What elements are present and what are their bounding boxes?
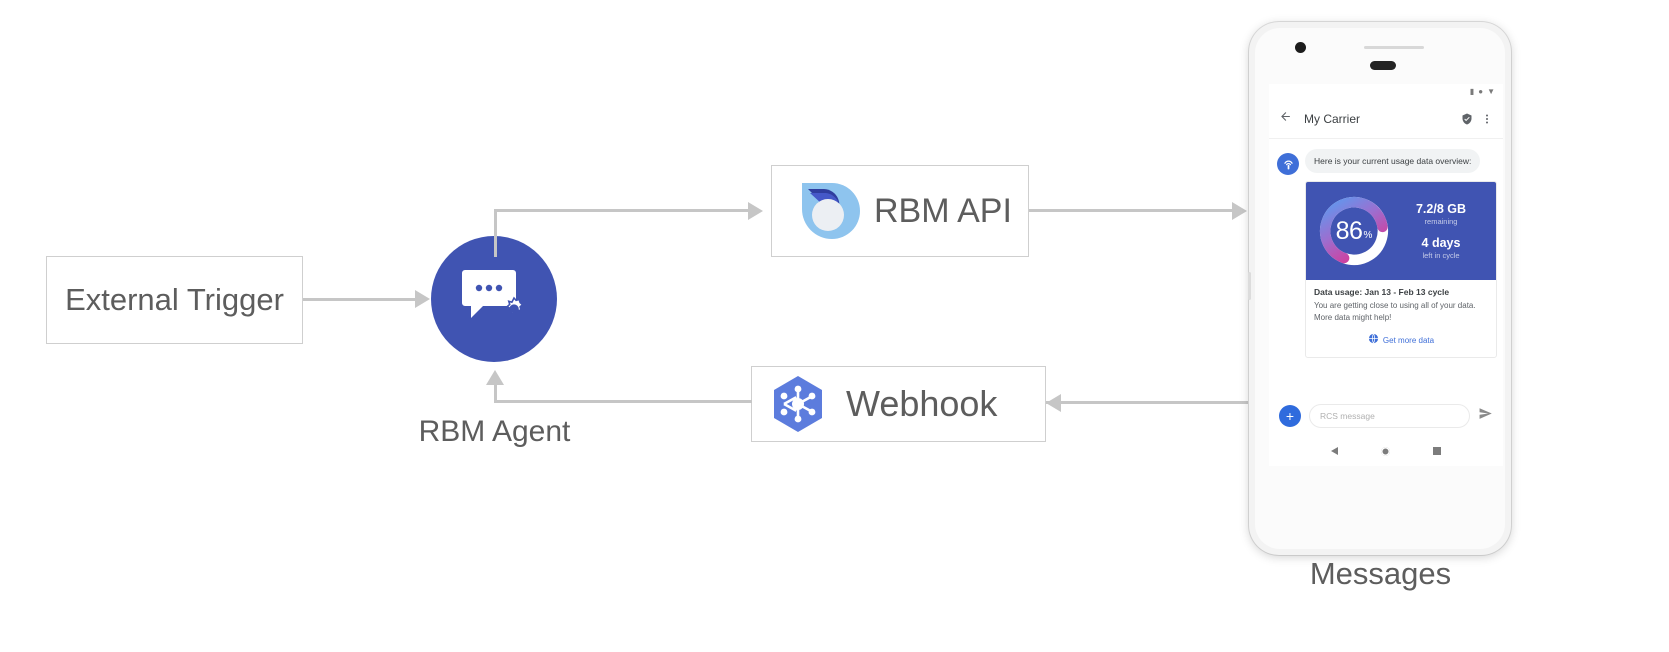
rich-card[interactable]: 86 % 7.2/8 GB remaining 4 day xyxy=(1305,181,1497,358)
gauge-unit: % xyxy=(1363,230,1373,241)
connector-rbmapi-to-messages xyxy=(1029,209,1243,212)
more-vert-icon[interactable] xyxy=(1481,113,1493,125)
arrowhead-webhook-to-agent xyxy=(486,370,504,385)
rbm-api-node[interactable]: RBM API xyxy=(771,165,1029,257)
external-trigger-node[interactable]: External Trigger xyxy=(46,256,303,344)
rbm-api-logo xyxy=(802,183,860,239)
status-bar: ▮ ● ▼ xyxy=(1269,84,1503,100)
rbm-api-label: RBM API xyxy=(874,191,1012,230)
chat-gear-icon xyxy=(462,270,524,318)
send-icon[interactable] xyxy=(1478,406,1493,426)
webhook-label: Webhook xyxy=(846,383,998,424)
earpiece-speaker xyxy=(1370,61,1396,70)
stat-days-left: 4 days left in cycle xyxy=(1422,236,1461,260)
plus-icon: + xyxy=(1285,408,1295,424)
home-nav-button[interactable] xyxy=(1380,446,1390,456)
rbm-agent-label: RBM Agent xyxy=(418,415,571,448)
message-bubble: Here is your current usage data overview… xyxy=(1305,149,1481,174)
connector-messages-to-webhook xyxy=(1046,401,1259,404)
webhook-node[interactable]: Webhook xyxy=(751,366,1046,442)
cloud-functions-hexagon-icon xyxy=(774,376,822,432)
get-more-data-button[interactable]: Get more data xyxy=(1314,324,1488,351)
globe-icon xyxy=(1368,331,1379,349)
card-title: Data usage: Jan 13 - Feb 13 cycle xyxy=(1314,287,1450,297)
messages-label: Messages xyxy=(1309,556,1452,591)
card-body: Data usage: Jan 13 - Feb 13 cycle You ar… xyxy=(1306,280,1496,357)
add-attachment-button[interactable]: + xyxy=(1279,405,1301,427)
card-hero: 86 % 7.2/8 GB remaining 4 day xyxy=(1306,182,1496,280)
recents-nav-button[interactable] xyxy=(1433,447,1442,455)
signal-icon: ▮ xyxy=(1469,87,1475,96)
rcs-message-input[interactable]: RCS message xyxy=(1309,404,1470,428)
android-nav-bar xyxy=(1269,436,1503,466)
stat-days-left-label: left in cycle xyxy=(1422,251,1460,261)
rbm-agent-node[interactable] xyxy=(431,236,557,362)
connector-trigger-to-agent xyxy=(303,298,415,301)
gauge-value: 86 xyxy=(1335,216,1363,245)
stat-days-left-value: 4 days xyxy=(1421,236,1461,250)
connector-agent-to-rbmapi xyxy=(494,209,748,212)
connector-webhook-to-agent xyxy=(494,400,752,403)
connector-agent-up xyxy=(494,212,497,257)
message-row: Here is your current usage data overview… xyxy=(1277,149,1495,175)
wifi-icon: ● xyxy=(1478,87,1484,96)
app-bar-title: My Carrier xyxy=(1304,112,1360,126)
arrowhead-trigger-to-agent xyxy=(415,290,430,308)
carrier-antenna-icon xyxy=(1277,153,1299,175)
stat-data-remaining: 7.2/8 GB remaining xyxy=(1416,202,1466,226)
connector-agent-up-return xyxy=(494,385,497,403)
data-usage-gauge: 86 % xyxy=(1314,191,1394,271)
back-nav-button[interactable] xyxy=(1330,447,1338,455)
rcs-message-placeholder: RCS message xyxy=(1320,411,1375,421)
card-description: You are getting close to using all of yo… xyxy=(1314,301,1476,322)
arrowhead-rbmapi-to-messages xyxy=(1232,202,1247,220)
verified-shield-icon[interactable] xyxy=(1461,113,1473,125)
gauge-reading: 86 % xyxy=(1314,191,1394,271)
phone-side-button[interactable] xyxy=(1248,272,1251,300)
proximity-sensor xyxy=(1364,46,1424,49)
stat-data-remaining-value: 7.2/8 GB xyxy=(1415,201,1467,216)
battery-icon: ▼ xyxy=(1487,87,1495,96)
app-bar: My Carrier xyxy=(1269,100,1503,139)
back-arrow-icon[interactable] xyxy=(1279,110,1292,128)
message-composer: + RCS message xyxy=(1269,396,1503,436)
phone-device: ▮ ● ▼ My Carrier xyxy=(1248,22,1511,555)
front-camera-icon xyxy=(1295,42,1306,53)
phone-screen: ▮ ● ▼ My Carrier xyxy=(1269,84,1503,466)
get-more-data-label: Get more data xyxy=(1382,335,1435,345)
arrowhead-messages-to-webhook xyxy=(1046,394,1061,412)
conversation-thread: Here is your current usage data overview… xyxy=(1269,139,1503,358)
hero-stats: 7.2/8 GB remaining 4 days left in cycle xyxy=(1394,202,1488,261)
stat-data-remaining-label: remaining xyxy=(1424,217,1458,226)
arrowhead-agent-to-rbmapi xyxy=(748,202,763,220)
phone-bezel: ▮ ● ▼ My Carrier xyxy=(1255,28,1505,549)
external-trigger-label: External Trigger xyxy=(65,282,284,317)
